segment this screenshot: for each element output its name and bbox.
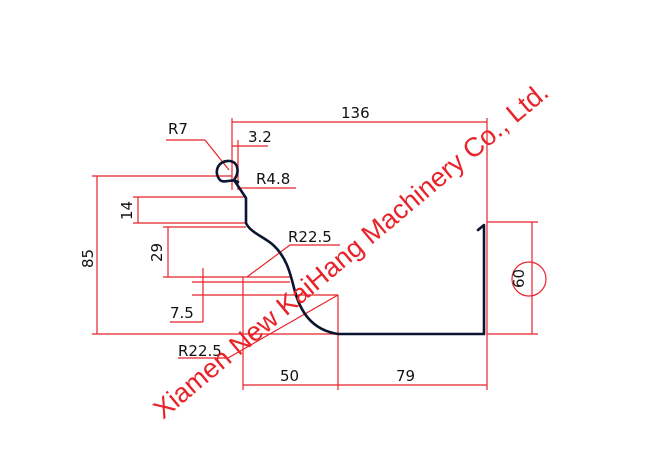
- r22-5-bottom-leader-diag: [227, 294, 339, 359]
- company-watermark: Xiamen New KaiHang Machinery Co., Ltd.: [148, 77, 555, 425]
- label-3-2: 3.2: [248, 128, 272, 146]
- gutter-profile: [215, 159, 486, 336]
- label-60: 60: [510, 269, 528, 288]
- r7-leader-diag: [204, 139, 230, 171]
- label-14: 14: [118, 201, 136, 220]
- label-r22-5-mid: R22.5: [288, 228, 332, 246]
- label-r4-8: R4.8: [256, 170, 290, 188]
- label-7-5: 7.5: [170, 304, 194, 322]
- label-136: 136: [341, 104, 370, 122]
- label-50: 50: [280, 367, 299, 385]
- label-r22-5-bottom: R22.5: [178, 342, 222, 360]
- label-r7: R7: [168, 120, 188, 138]
- label-29: 29: [148, 243, 166, 262]
- r22-5-mid-leader-diag: [246, 244, 291, 278]
- label-79: 79: [396, 367, 415, 385]
- label-85: 85: [79, 249, 97, 268]
- dim-60-circle: [511, 261, 547, 297]
- dimension-lines: [92, 118, 547, 390]
